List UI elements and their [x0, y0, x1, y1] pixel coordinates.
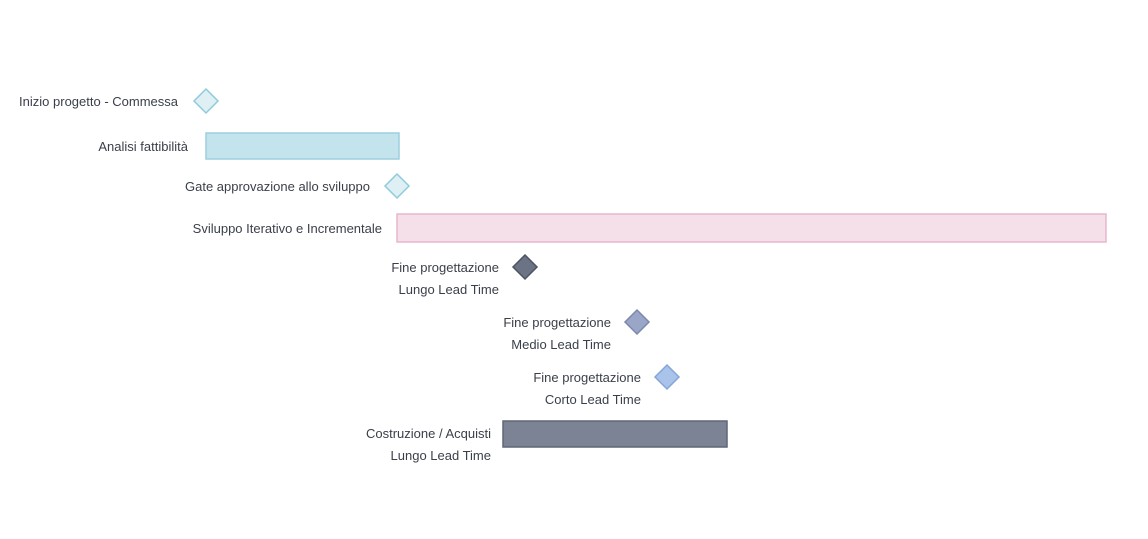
- item-label: Lungo Lead Time: [399, 282, 499, 297]
- item-label: Fine progettazione: [391, 260, 499, 275]
- item-label: Inizio progetto - Commessa: [19, 94, 179, 109]
- milestone-diamond-icon: [383, 172, 411, 200]
- item-label: Medio Lead Time: [511, 337, 611, 352]
- milestone-diamond-icon: [511, 253, 539, 281]
- item-label: Gate approvazione allo sviluppo: [185, 179, 370, 194]
- task-bar: [205, 132, 400, 160]
- item-label: Lungo Lead Time: [391, 448, 491, 463]
- item-label: Fine progettazione: [503, 315, 611, 330]
- milestone-diamond-icon: [192, 87, 220, 115]
- item-label: Sviluppo Iterativo e Incrementale: [193, 221, 382, 236]
- task-bar-row: Sviluppo Iterativo e Incrementale: [193, 213, 1107, 243]
- milestone-row: Gate approvazione allo sviluppo: [185, 172, 411, 200]
- task-bar: [396, 213, 1107, 243]
- item-label: Analisi fattibilità: [98, 139, 188, 154]
- task-bar-row: Analisi fattibilità: [98, 132, 400, 160]
- milestone-row: Inizio progetto - Commessa: [19, 87, 220, 115]
- item-label: Fine progettazione: [533, 370, 641, 385]
- item-label: Corto Lead Time: [545, 392, 641, 407]
- task-bar: [502, 420, 728, 448]
- milestone-diamond-icon: [623, 308, 651, 336]
- milestone-diamond-icon: [653, 363, 681, 391]
- item-label: Costruzione / Acquisti: [366, 426, 491, 441]
